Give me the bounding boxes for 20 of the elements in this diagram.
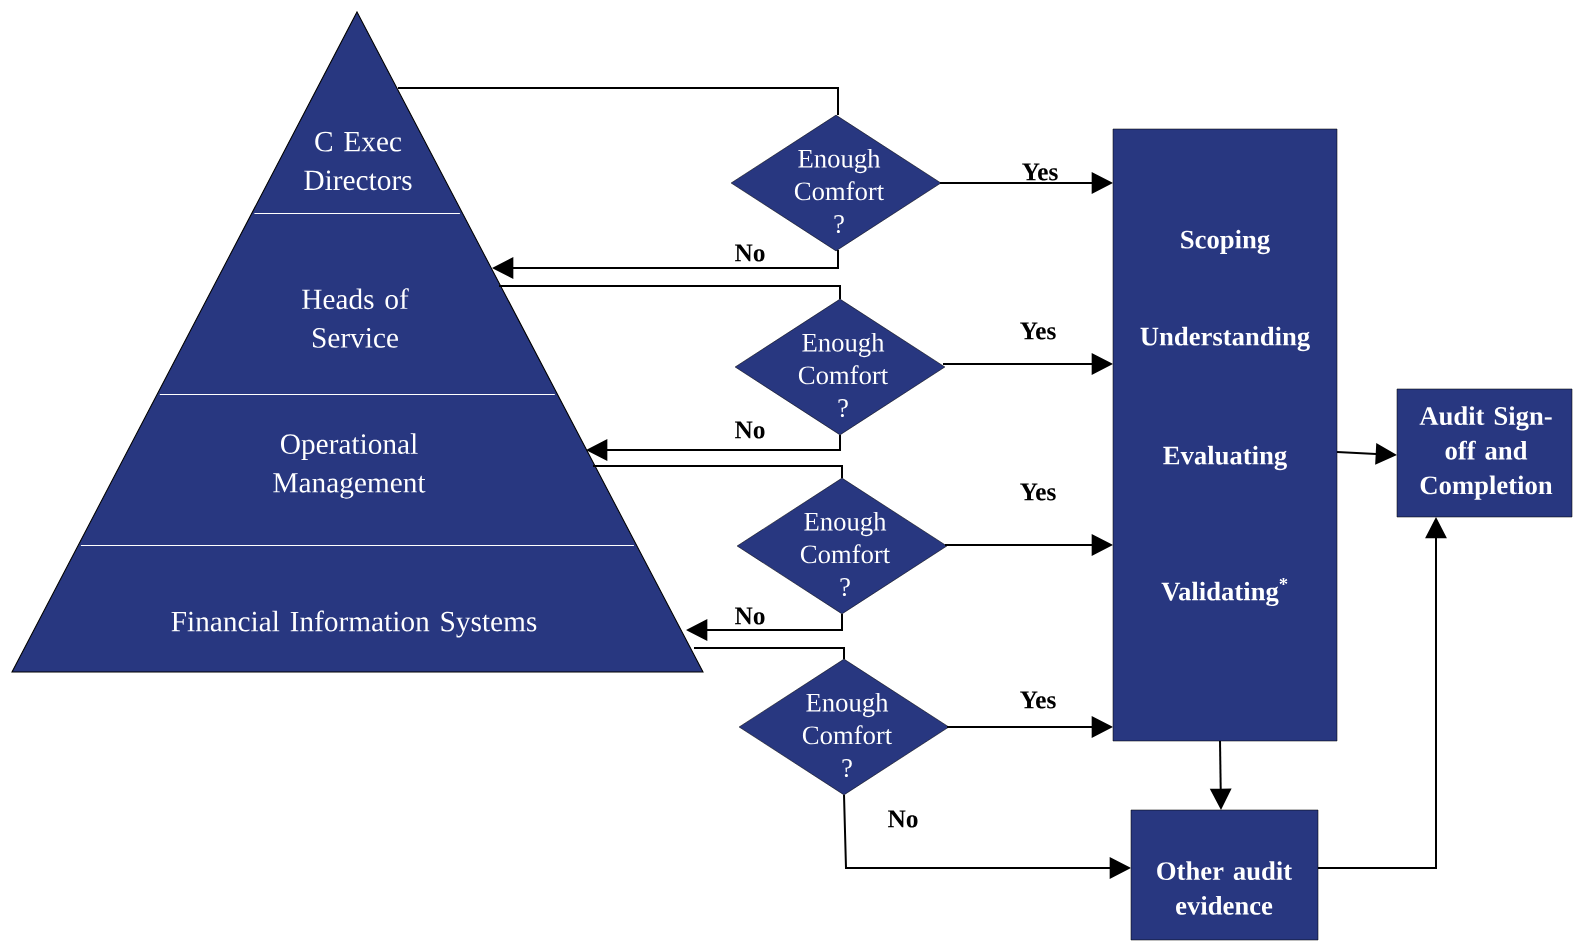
pyramid-band: C Exec Directors xyxy=(251,12,463,215)
edge-label: No xyxy=(886,809,920,829)
edge-label: Yes xyxy=(1018,321,1058,341)
process-box: Scoping Understanding Evaluating Validating$^{*}$ xyxy=(1112,128,1338,742)
connector-line xyxy=(592,465,843,479)
node-label: Operational Management xyxy=(273,433,426,499)
pyramid-band: Operational Management xyxy=(77,395,637,547)
node-label: Heads of Service xyxy=(302,288,409,348)
pyramid-band: Heads of Service xyxy=(156,214,558,396)
edge-label: Yes xyxy=(1018,482,1058,502)
node-label: Financial Information Systems xyxy=(171,610,537,638)
edge-label: Yes xyxy=(1020,162,1060,182)
process-box: Audit Sign-off and Completion xyxy=(1396,388,1573,518)
process-box: Other audit evidence xyxy=(1130,809,1319,941)
connector-line xyxy=(693,647,845,660)
node-label: C Exec Directors xyxy=(304,131,412,191)
connector-line xyxy=(498,285,841,300)
edge-label: Yes xyxy=(1018,690,1058,710)
pyramid-band: Financial Information Systems xyxy=(12,546,703,672)
connector-line xyxy=(397,87,839,116)
